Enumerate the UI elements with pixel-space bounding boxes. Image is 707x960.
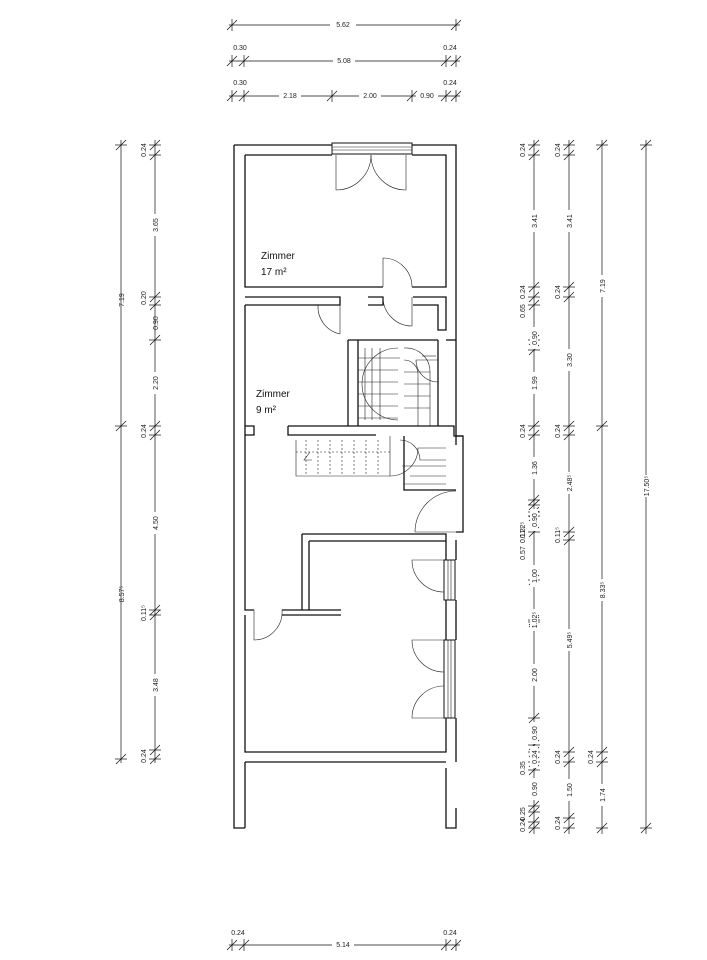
right-col1-dim-1: 0.24 bbox=[520, 143, 527, 157]
right-col1-dim-21: 0.24 bbox=[520, 818, 527, 832]
top-dim-r3-b: 2.00 bbox=[363, 93, 377, 100]
right-col3-dim-4: 1.74 bbox=[600, 788, 607, 802]
top-dim-total: 5.62 bbox=[336, 22, 350, 29]
right-col3-dim-2: 8.33⁵ bbox=[600, 582, 607, 599]
right-col4-dim-1: 17.50⁵ bbox=[644, 476, 651, 497]
left-outer-dim-2: 8.57⁵ bbox=[119, 586, 126, 603]
right-dimension-chains bbox=[533, 140, 647, 834]
windows bbox=[331, 142, 456, 719]
right-col1-dim-4: 0.65 bbox=[520, 304, 527, 318]
right-col2-dim-3: 0.24 bbox=[555, 285, 562, 299]
right-col1-dim-16: 0.90 bbox=[532, 726, 539, 740]
room-2-area: 9 m² bbox=[256, 405, 277, 416]
left-inner-dim-2: 3.65 bbox=[153, 218, 160, 232]
left-inner-dim-4: 0.90 bbox=[153, 316, 160, 330]
right-col1-dim-12: 0.22⁵ bbox=[520, 522, 527, 539]
left-dimension-chains: 7.19 8.57⁵ 0.24 3.65 0.20 0.90 2.20 0.24… bbox=[115, 139, 161, 765]
right-col1-dim-8: 1.36 bbox=[532, 461, 539, 475]
top-dim-r3-left: 0.30 bbox=[233, 80, 247, 87]
room-2-name: Zimmer bbox=[256, 389, 291, 400]
doors bbox=[253, 154, 457, 719]
right-col2-dim-1: 0.24 bbox=[555, 143, 562, 157]
bottom-dimension-chain: 0.24 0.24 5.14 bbox=[226, 930, 462, 951]
room-labels: Zimmer 17 m² Zimmer 9 m² bbox=[256, 251, 296, 416]
left-inner-dim-3: 0.20 bbox=[141, 291, 148, 305]
right-col1-dim-2: 3.41 bbox=[532, 214, 539, 228]
bottom-dim-middle: 5.14 bbox=[336, 942, 350, 949]
left-inner-dim-5: 2.20 bbox=[153, 376, 160, 390]
right-col1-dim-6: 1.99 bbox=[532, 376, 539, 390]
right-col1-dim-14: 1.02⁵ bbox=[532, 612, 539, 629]
right-col2-dim-4: 3.30 bbox=[567, 353, 574, 367]
left-outer-dim-1: 7.19 bbox=[119, 293, 126, 307]
right-col1-dim-13: 1.00 bbox=[532, 569, 539, 583]
right-col1-dim-20: 0.25 bbox=[520, 807, 527, 821]
right-col2-dim-10: 1.50 bbox=[567, 783, 574, 797]
right-col3-dim-3: 0.24 bbox=[588, 750, 595, 764]
right-col2-dim-11: 0.24 bbox=[555, 816, 562, 830]
top-dimension-chains: 5.62 0.30 0.24 5.08 0.30 0.24 2.18 2.00 … bbox=[226, 19, 462, 102]
left-inner-dim-10: 0.24 bbox=[141, 749, 148, 763]
top-dim-r2-left: 0.30 bbox=[233, 45, 247, 52]
top-dim-r3-right: 0.24 bbox=[443, 80, 457, 87]
bottom-dim-left: 0.24 bbox=[231, 930, 245, 937]
left-inner-dim-7: 4.50 bbox=[153, 516, 160, 530]
walls bbox=[233, 144, 464, 829]
right-col2-dim-6: 2.48⁵ bbox=[567, 475, 574, 492]
right-col1-dim-18: 0.24 bbox=[532, 750, 539, 764]
top-dim-r3-c: 0.90 bbox=[420, 93, 434, 100]
right-col1-dim-7: 0.24 bbox=[520, 424, 527, 438]
right-col2-dim-8: 5.49⁵ bbox=[567, 632, 574, 649]
right-col2-dim-2: 3.41 bbox=[567, 214, 574, 228]
right-col1-dim-5: 0.90 bbox=[532, 331, 539, 345]
staircase bbox=[295, 347, 446, 485]
right-col1-dim-17: 0.35 bbox=[520, 761, 527, 775]
top-dim-r3-a: 2.18 bbox=[283, 93, 297, 100]
right-col1-dim-3: 0.24 bbox=[520, 285, 527, 299]
right-dimension-labels: 0.24 3.41 0.24 0.65 0.90 1.99 0.24 1.36 0.90 0.11… bbox=[520, 139, 652, 834]
left-inner-dim-8: 0.11⁵ bbox=[141, 605, 148, 621]
left-inner-dim-9: 3.48 bbox=[153, 678, 160, 692]
top-dim-r2-right: 0.24 bbox=[443, 45, 457, 52]
right-col1-dim-10: 0.11⁵ bbox=[520, 527, 527, 543]
right-col1-dim-9: 0.90 bbox=[532, 513, 539, 527]
right-col3-dim-1: 7.19 bbox=[600, 279, 607, 293]
left-inner-dim-1: 0.24 bbox=[141, 143, 148, 157]
room-1-name: Zimmer bbox=[261, 251, 296, 262]
right-col2-dim-9: 0.24 bbox=[555, 750, 562, 764]
left-inner-dim-6: 0.24 bbox=[141, 424, 148, 438]
room-1-area: 17 m² bbox=[261, 267, 287, 278]
bottom-dim-right: 0.24 bbox=[443, 930, 457, 937]
right-col2-dim-5: 0.24 bbox=[555, 424, 562, 438]
right-col2-dim-7: 0.11⁵ bbox=[555, 527, 562, 543]
top-dim-r2-middle: 5.08 bbox=[337, 58, 351, 65]
right-col1-dim-11: 0.57 bbox=[520, 546, 527, 560]
right-col1-dim-19: 0.90 bbox=[532, 782, 539, 796]
right-col1-dim-15: 2.00 bbox=[532, 668, 539, 682]
